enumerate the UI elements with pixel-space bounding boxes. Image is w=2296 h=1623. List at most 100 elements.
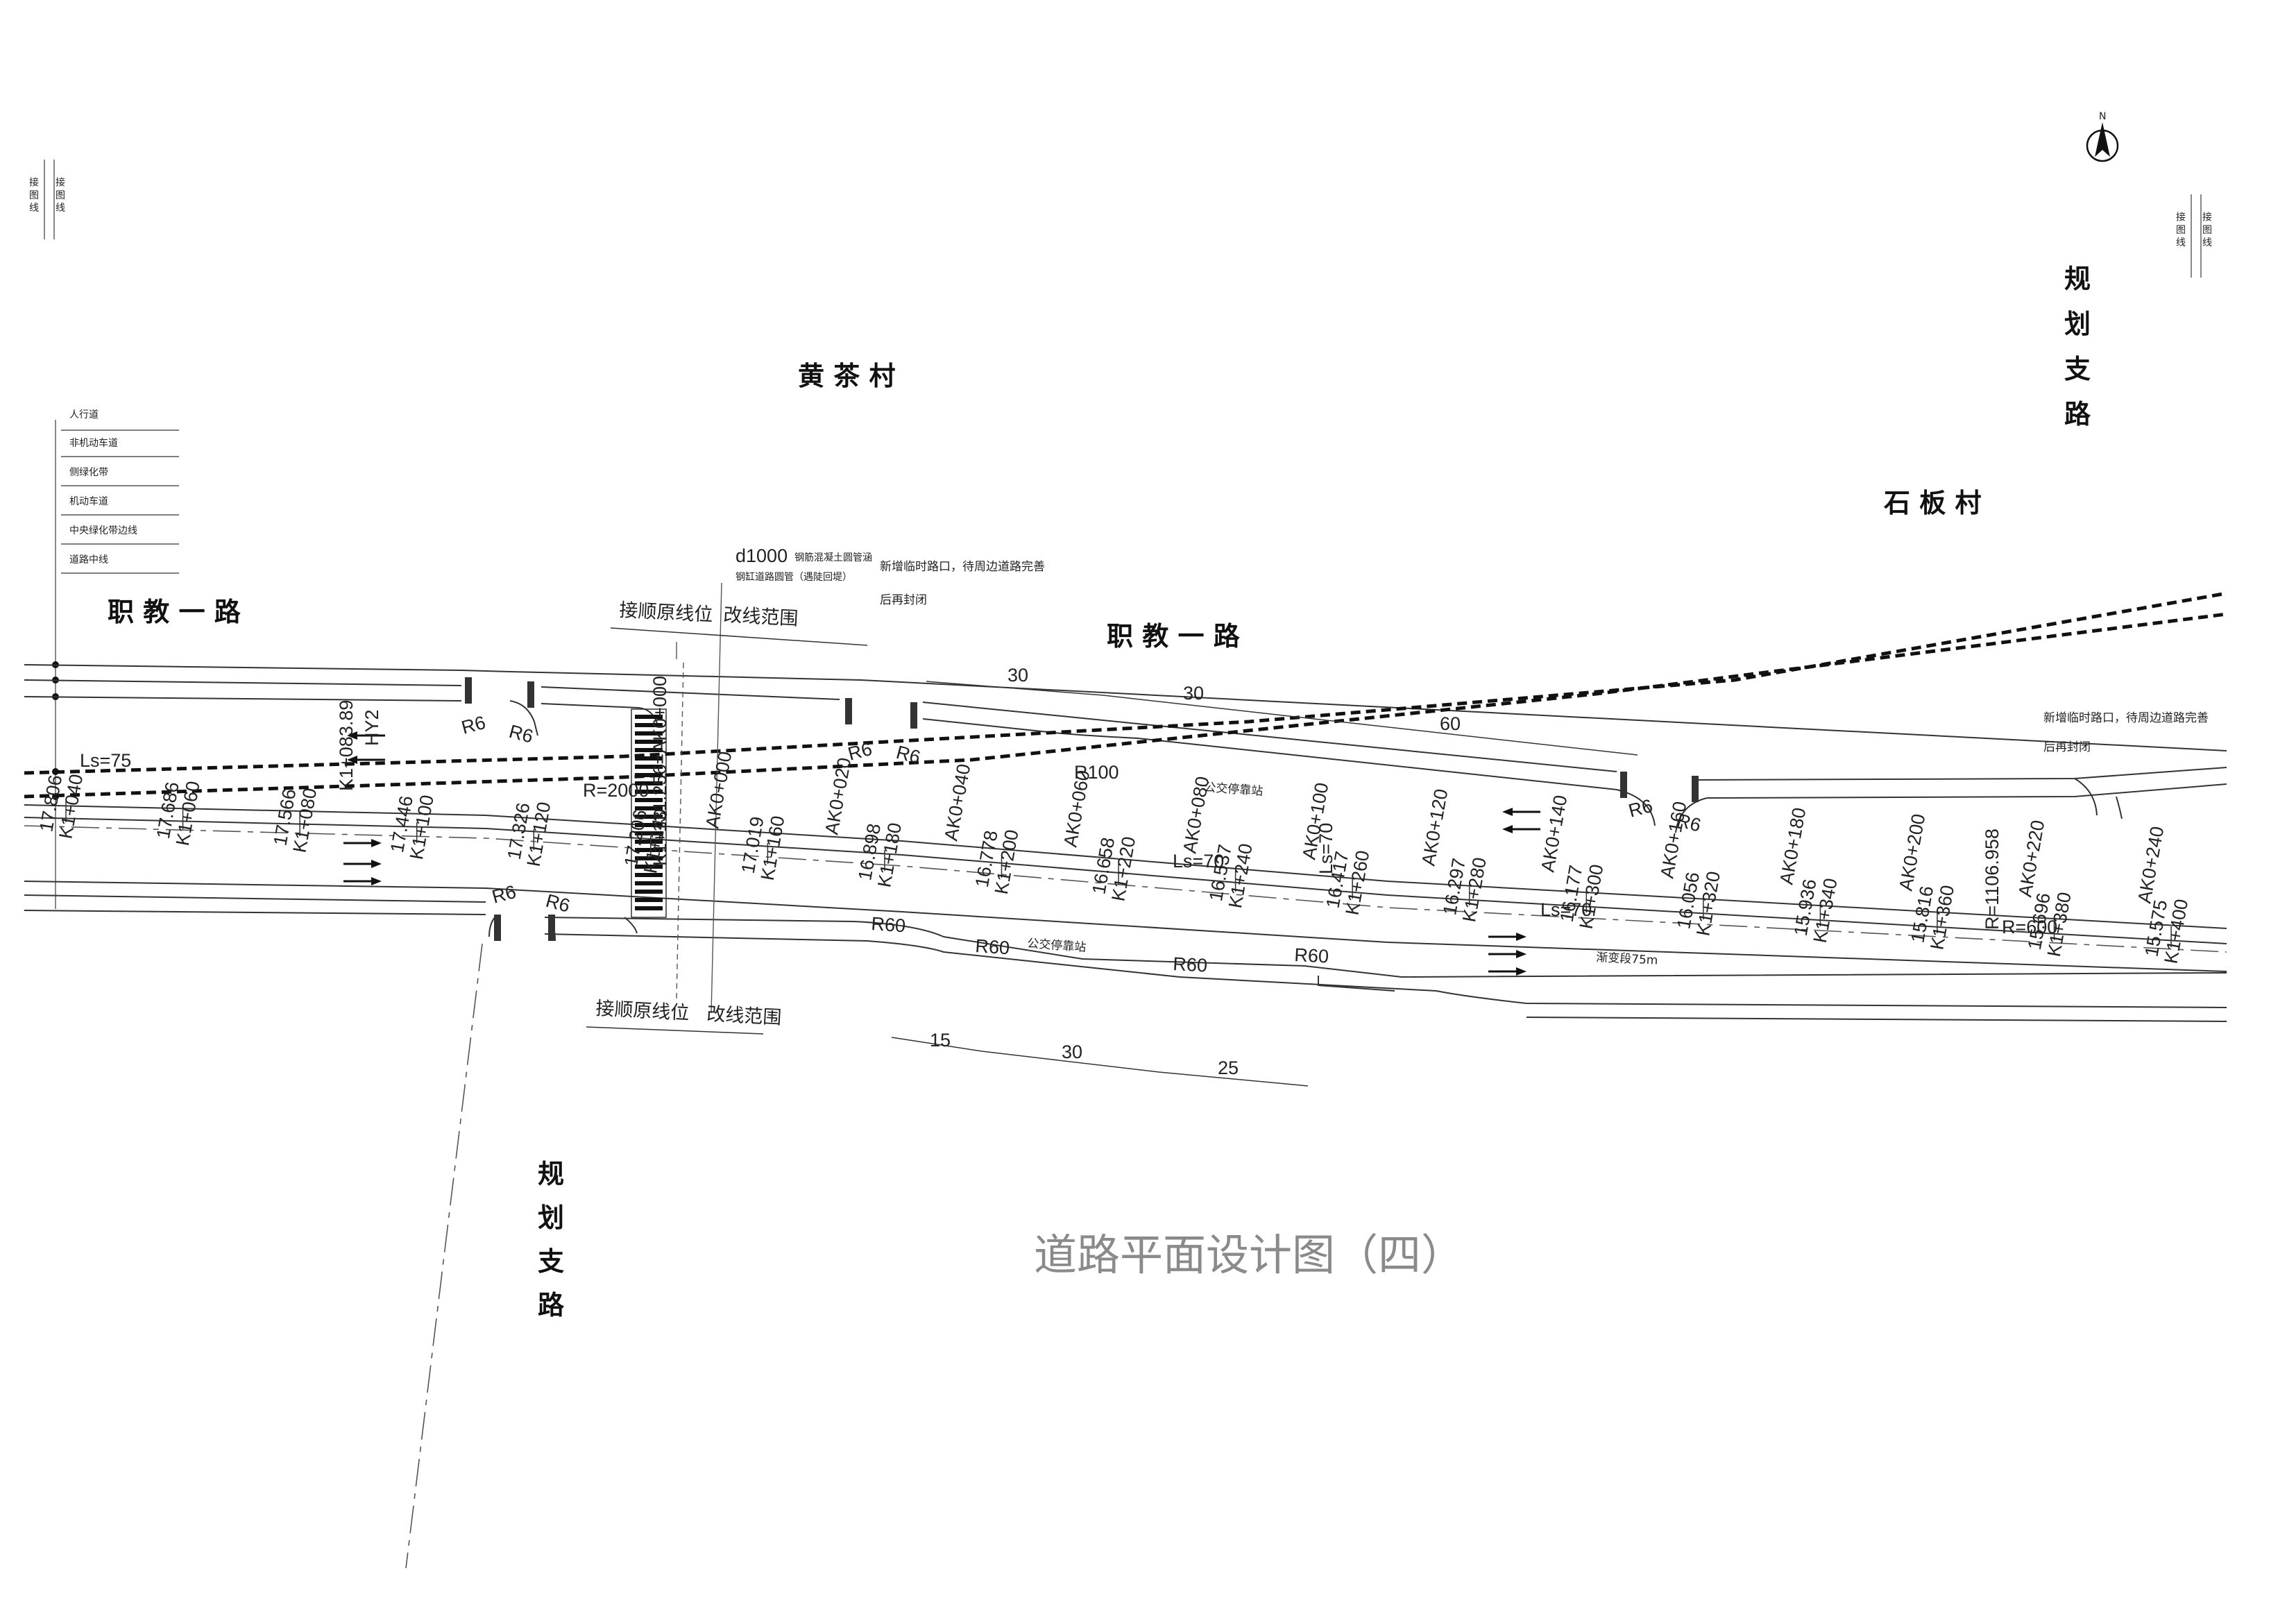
crosswalk-stripe (635, 881, 663, 885)
dim-bottom-1: 15 (930, 1030, 951, 1051)
svg-text:R6: R6 (543, 890, 572, 917)
match-line-right: 接 图 线 接 图 线 (2175, 194, 2212, 278)
svg-text:划: 划 (538, 1203, 564, 1233)
crosswalk-stripe (635, 848, 663, 852)
crosswalk-stripe (635, 898, 663, 902)
legend-row-bike-lane: 非机动车道 (69, 437, 118, 449)
legend-row-motor-lane: 机动车道 (69, 495, 108, 507)
legend-row-sidewalk: 人行道 (69, 409, 99, 420)
curve-r1106: R=1106.958 (1982, 829, 2002, 930)
legend-row-side-green: 侧绿化带 (69, 467, 108, 478)
legend-row-centerline: 道路中线 (69, 554, 108, 566)
ak-station-label: AK0+120 (1418, 788, 1452, 867)
curb-marks (465, 677, 1699, 941)
north-label: N (2099, 111, 2106, 122)
ak-station-label: AK0+140 (1537, 794, 1571, 874)
lane-arrows (343, 731, 1540, 976)
crosswalk-stripe (635, 798, 663, 802)
curve-r600: R=600 (2002, 917, 2057, 937)
match-line-left: 接 图 线 接 图 线 (28, 160, 65, 239)
svg-text:规: 规 (2064, 264, 2091, 294)
ak-station-label: AK0+160 (1656, 800, 1690, 880)
ak-station-label: AK0+220 (2014, 819, 2048, 899)
crosswalk-stripe (635, 756, 663, 760)
curb-return-labels: R6 R6 R6 R6 R6 R6 R6 R6 (459, 712, 1703, 917)
pipe-note-a: 钢筋混凝土圆管涵 (794, 552, 872, 563)
crosswalk-stripe (635, 765, 663, 769)
crosswalk-stripe (635, 815, 663, 819)
svg-text:支: 支 (538, 1246, 564, 1277)
drawing-title: 道路平面设计图（四） (1034, 1230, 1464, 1280)
branch-road-lines (405, 582, 722, 1569)
rail-lines (24, 591, 2227, 799)
crosswalk-stripe (635, 831, 663, 835)
curve-r60-c: R60 (1173, 953, 1208, 976)
ak-station-label: AK0+000 (701, 750, 735, 830)
svg-text:路: 路 (538, 1290, 565, 1320)
direction-arrow-icon (1488, 967, 1527, 976)
curve-r60-b: R60 (975, 935, 1011, 958)
svg-text:支: 支 (2064, 354, 2091, 384)
curve-hy2: HY2 (362, 709, 382, 746)
curve-k1-083: K1+083.89 (336, 700, 357, 791)
dim-bottom-2: 30 (1062, 1042, 1082, 1062)
curve-ls70-b: Ls=70 (1316, 823, 1336, 874)
dim-top: 30 30 60 (926, 665, 1638, 756)
road-north-edges (24, 664, 2227, 833)
pipe-note-b: 钢缸道路圆管（遇陡回堤） (735, 571, 852, 583)
direction-arrow-icon (1502, 825, 1540, 833)
direction-arrow-icon (343, 860, 382, 868)
crosswalk-stripe (635, 740, 663, 744)
crosswalk-stripe (635, 806, 663, 810)
ak-station-label: AK0+200 (1895, 813, 1929, 892)
tie-in-top: 接顺原线位 (619, 600, 713, 625)
crosswalk-stripe (635, 890, 663, 894)
match-line-text-right-a: 接 图 线 (2175, 211, 2186, 247)
crosswalk-stripe (635, 840, 663, 844)
ak-station-label: AK0+240 (2134, 825, 2168, 905)
direction-arrow-icon (343, 839, 382, 847)
road-name-left: 职 教 一 路 (108, 597, 241, 627)
direction-arrow-icon (1488, 950, 1527, 958)
svg-text:R6: R6 (1626, 795, 1655, 822)
branch-road-name-top: 规 划 支 路 (2064, 264, 2091, 430)
curve-r60-a: R60 (871, 913, 907, 936)
opening-note-2b: 后再封闭 (2043, 740, 2091, 754)
direction-arrow-icon (347, 756, 385, 764)
opening-note-1b: 后再封闭 (880, 593, 927, 607)
match-line-text-right-b: 接 图 线 (2201, 211, 2212, 247)
direction-arrow-icon (1502, 808, 1540, 816)
ak-station-label: AK0+080 (1179, 775, 1213, 855)
direction-arrow-icon (343, 877, 382, 885)
crosswalk-stripe (635, 748, 663, 752)
road-name-mid: 职 教 一 路 (1107, 621, 1241, 652)
crosswalk-stripe (635, 823, 663, 827)
village-shiban: 石 板 村 (1884, 488, 1981, 518)
svg-text:路: 路 (2064, 399, 2091, 430)
crosswalk-stripe (635, 715, 663, 719)
tie-in-brackets (586, 627, 868, 1035)
dim-bottom: 15 30 25 (891, 1030, 1309, 1087)
crosswalk-stripe (635, 865, 663, 869)
legend-row-median-edge: 中央绿化带边线 (69, 525, 137, 536)
curve-ls75: Ls=75 (80, 750, 131, 771)
north-arrow-icon: N (2086, 111, 2119, 162)
